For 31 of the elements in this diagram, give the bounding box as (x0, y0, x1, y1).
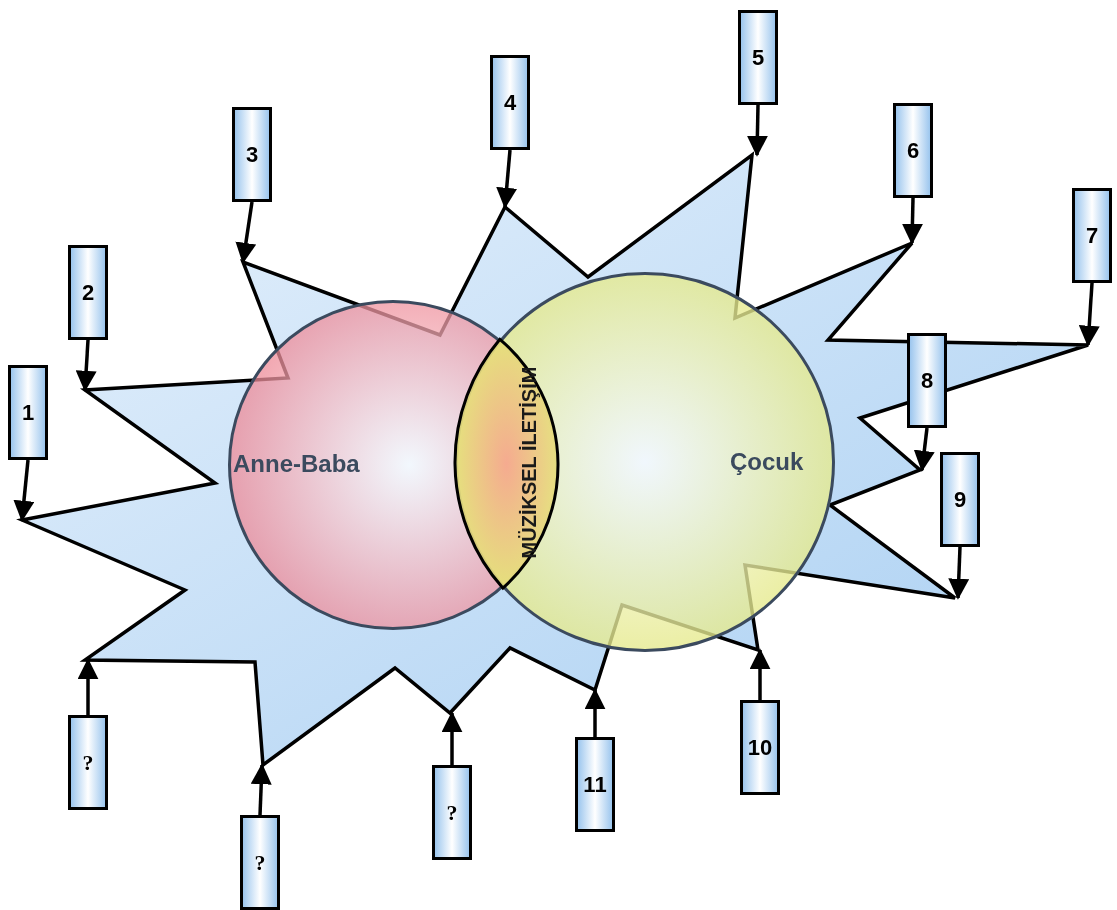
callout-box: 3 (232, 107, 272, 202)
circle-label: Çocuk (730, 448, 804, 476)
callout-box: 11 (575, 737, 615, 832)
arrow (948, 546, 970, 600)
arrow (496, 149, 518, 209)
arrow (901, 197, 923, 245)
callout-box: ? (240, 815, 280, 910)
arrow (584, 688, 606, 737)
callout-box: 1 (8, 365, 48, 460)
arrow (749, 648, 771, 700)
callout-box: 5 (738, 10, 778, 105)
callout-box: ? (432, 765, 472, 860)
arrow (746, 104, 768, 157)
arrow (77, 658, 99, 715)
overlap-label: MÜZİKSEL İLETİŞİM (518, 366, 542, 558)
callout-box: 7 (1072, 188, 1112, 283)
arrow (235, 201, 257, 264)
callout-box: 2 (68, 245, 108, 340)
circle-label: Anne-Baba (233, 450, 360, 478)
callout-box: ? (68, 715, 108, 810)
overlap-lens (453, 337, 560, 590)
callout-box: 4 (490, 55, 530, 150)
arrow (13, 459, 35, 522)
arrow (441, 711, 463, 765)
callout-box: 10 (740, 700, 780, 795)
arrow (1078, 282, 1100, 347)
callout-box: 6 (893, 103, 933, 198)
arrow (75, 339, 97, 392)
arrow (250, 763, 272, 816)
callout-box: 9 (940, 452, 980, 547)
arrow (913, 427, 935, 472)
